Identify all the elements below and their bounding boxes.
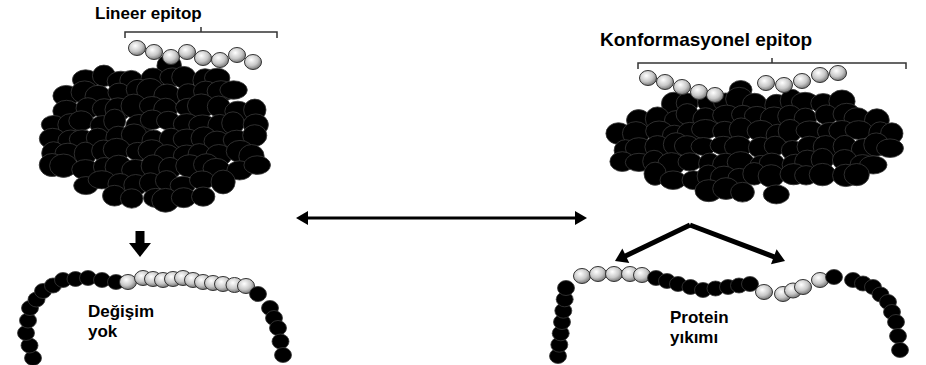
arrow-head [771, 249, 785, 264]
arrow-head [296, 211, 308, 225]
unfolded-chain: Protein yıkımı [548, 262, 908, 363]
epitope-bead [795, 280, 812, 295]
residue-bead [220, 81, 247, 99]
epitope-bead [794, 74, 811, 89]
epitope-bead [707, 88, 724, 103]
arrow-head [575, 211, 587, 225]
residue-bead [558, 281, 575, 296]
epitope-bracket [125, 27, 277, 38]
epitope-bead [129, 41, 146, 56]
epitope-bead [574, 269, 591, 284]
process-arrow [129, 231, 151, 257]
residue-bead [69, 111, 94, 131]
arrow-shaft [307, 217, 576, 220]
epitope-bead [776, 78, 793, 93]
epitope-bead [756, 285, 773, 300]
residue-bead [826, 270, 843, 285]
epitope-bead [691, 85, 708, 100]
residue-bead [120, 189, 143, 208]
protein-illustration [588, 25, 918, 225]
residue-bead [809, 163, 836, 185]
residue-bead [731, 182, 755, 202]
residue-bead [877, 139, 904, 158]
epitope-bracket [638, 58, 906, 69]
process-arrow [296, 211, 587, 225]
epitope-bead [120, 275, 137, 290]
residue-bead [763, 185, 789, 204]
protein-illustration [15, 2, 295, 230]
epitope-bead [758, 76, 775, 91]
residue-bead [272, 334, 289, 349]
arrow-shaft [625, 225, 690, 256]
epitope-bead [674, 80, 691, 95]
residue-bead [888, 315, 905, 330]
residue-bead [890, 329, 907, 344]
epitope-bead [657, 75, 674, 90]
arrow-head [129, 243, 151, 257]
residue-bead [244, 156, 271, 175]
epitope-bead [212, 53, 229, 68]
arrow-head [615, 249, 629, 263]
epitope-bead [146, 45, 163, 60]
epitope-bead [163, 50, 180, 65]
outcome-label: Protein yıkımı [670, 308, 750, 349]
epitope-title: Konformasyonel epitop [600, 29, 812, 52]
residue-bead [844, 164, 869, 186]
epitope-bead [195, 51, 212, 66]
residue-bead [275, 348, 292, 363]
epitope-bead [179, 45, 196, 60]
residue-bead [892, 343, 909, 358]
epitope-bead [812, 68, 829, 83]
residue-bead [678, 153, 702, 171]
epitope-bead [229, 48, 246, 63]
residue-bead [250, 287, 267, 302]
arrow-shaft [690, 225, 775, 257]
epitope-bead [245, 55, 262, 70]
folded-protein: Konformasyonel epitop [588, 25, 918, 225]
arrow-shaft [136, 231, 145, 244]
epitope-title: Lineer epitop [95, 4, 202, 24]
unfolded-chain: Değişim yok [8, 258, 293, 363]
epitope-bead [590, 267, 607, 282]
process-arrow [615, 225, 785, 264]
epitope-bead [640, 71, 657, 86]
outcome-label: Değişim yok [88, 302, 168, 343]
epitope-bead [830, 66, 847, 81]
folded-protein: Lineer epitop [15, 2, 295, 230]
residue-bead [192, 187, 215, 206]
epitope-bead [606, 267, 623, 282]
residue-bead [211, 170, 235, 194]
residue-bead [270, 321, 287, 336]
